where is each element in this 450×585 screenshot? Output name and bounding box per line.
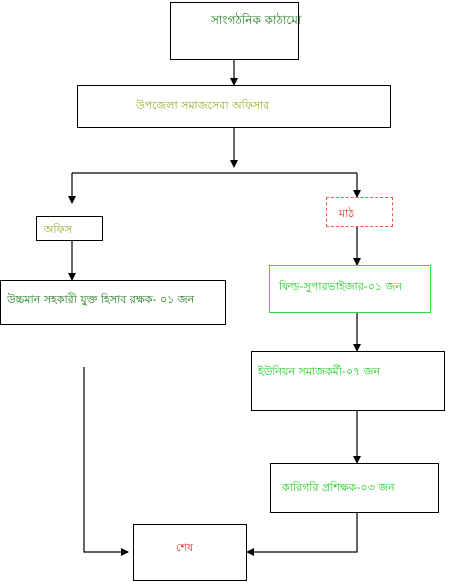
office-box: অফিস <box>36 216 103 241</box>
union-worker-label: ইউনিয়ন সমাজকর্মী-০৭ জন <box>258 365 381 378</box>
clerk-label: উচ্চমান সহকারী যুক্ত হিসাব রক্ষক- ০১ জন <box>7 293 195 306</box>
arrow-left-end <box>83 367 129 556</box>
clerk-box: উচ্চমান সহকারী যুক্ত হিসাব রক্ষক- ০১ জন <box>0 280 226 325</box>
arrow-instructor-end <box>246 513 358 556</box>
office-label: অফিস <box>44 223 72 236</box>
field-box: মাঠ <box>326 197 393 227</box>
title-box: সাংগঠনিক কাঠামো <box>170 2 302 60</box>
instructor-box: কারিগরি প্রশিক্ষক-০৩ জন <box>270 463 439 513</box>
officer-label: উপজেলা সমাজসেবা অফিসার <box>136 99 270 112</box>
union-worker-box: ইউনিয়ন সমাজকর্মী-০৭ জন <box>251 351 445 411</box>
instructor-label: কারিগরি প্রশিক্ষক-০৩ জন <box>282 481 395 494</box>
officer-box: উপজেলা সমাজসেবা অফিসার <box>77 85 391 128</box>
field-supervisor-label: ফিল্ড-সুপারভাইজার-০১ জন <box>279 280 402 293</box>
end-box: শেষ <box>133 524 247 581</box>
end-label: শেষ <box>176 541 194 554</box>
field-supervisor-box: ফিল্ড-সুপারভাইজার-০১ জন <box>269 265 431 313</box>
title-label: সাংগঠনিক কাঠামো <box>211 13 302 27</box>
field-label: মাঠ <box>339 207 355 220</box>
